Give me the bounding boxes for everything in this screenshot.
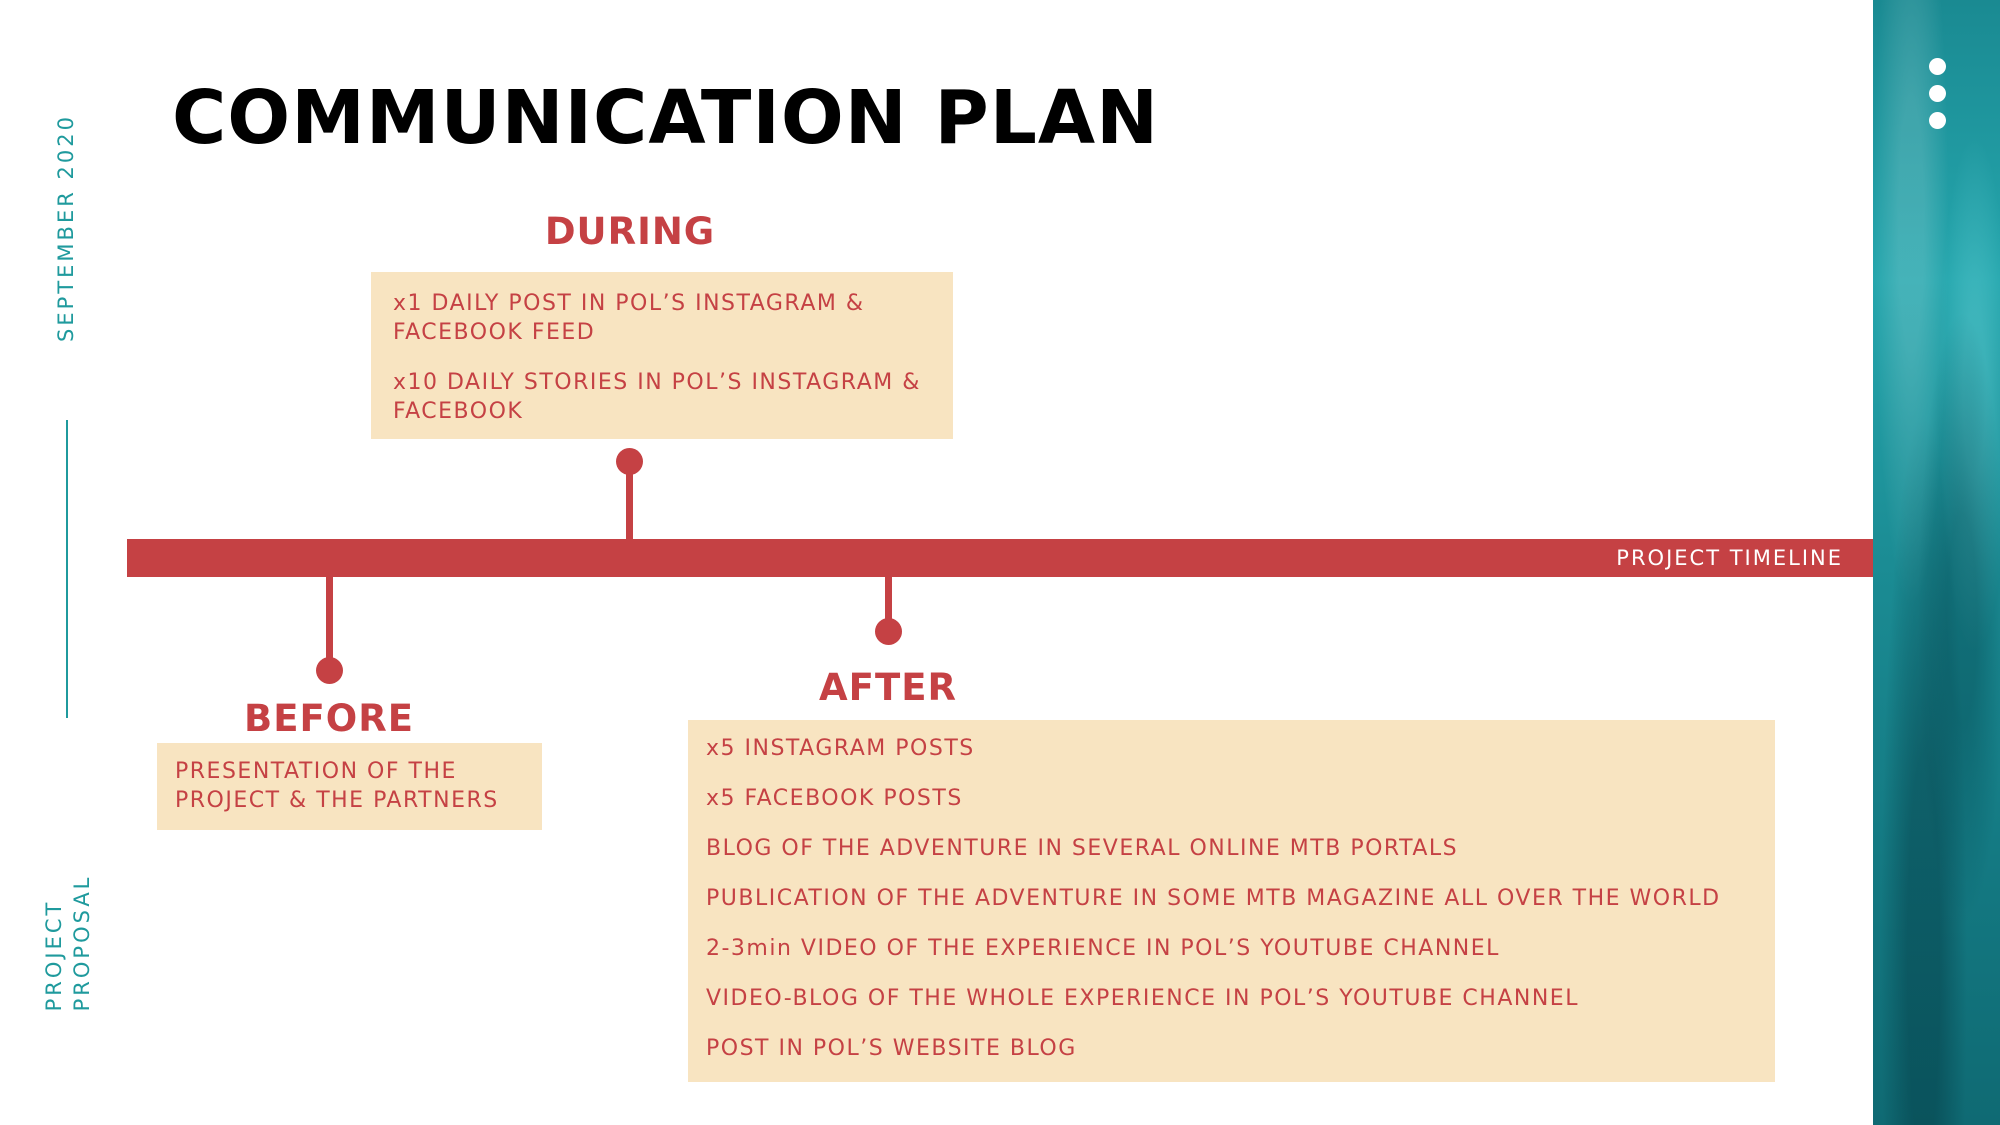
side-divider	[66, 420, 68, 718]
during-heading: DURING	[544, 210, 716, 253]
after-item: BLOG OF THE ADVENTURE IN SEVERAL ONLINE …	[706, 836, 1459, 861]
after-heading: AFTER	[819, 666, 957, 709]
side-project-label: PROJECT PROPOSAL	[40, 875, 96, 1012]
before-box: PRESENTATION OF THE PROJECT & THE PARTNE…	[157, 743, 542, 830]
side-project-line2: PROPOSAL	[70, 874, 94, 1012]
during-item: x1 DAILY POST IN POL’S INSTAGRAM & FACEB…	[393, 291, 865, 345]
timeline-label: PROJECT TIMELINE	[1616, 546, 1843, 570]
during-box: x1 DAILY POST IN POL’S INSTAGRAM & FACEB…	[371, 272, 953, 439]
after-box: x5 INSTAGRAM POSTS x5 FACEBOOK POSTS BLO…	[688, 720, 1775, 1082]
after-marker	[875, 618, 902, 645]
before-heading: BEFORE	[244, 697, 414, 740]
after-item: x5 INSTAGRAM POSTS	[706, 736, 975, 761]
before-stem	[326, 576, 333, 661]
page-title: COMMUNICATION PLAN	[172, 75, 1160, 161]
before-marker	[316, 657, 343, 684]
after-item: 2-3min VIDEO OF THE EXPERIENCE IN POL’S …	[706, 936, 1500, 961]
water-photo-panel	[1873, 0, 2000, 1125]
after-item: x5 FACEBOOK POSTS	[706, 786, 963, 811]
after-item: PUBLICATION OF THE ADVENTURE IN SOME MTB…	[706, 886, 1721, 911]
dot-3	[1929, 112, 1946, 129]
after-stem	[885, 576, 892, 620]
side-date-label: SEPTEMBER 2020	[54, 114, 78, 342]
more-vertical-icon[interactable]	[1929, 58, 1947, 139]
after-item: VIDEO-BLOG OF THE WHOLE EXPERIENCE IN PO…	[706, 986, 1579, 1011]
side-project-line1: PROJECT	[42, 899, 66, 1012]
during-stem	[626, 465, 633, 540]
timeline-bar: PROJECT TIMELINE	[127, 539, 1873, 577]
after-item: POST IN POL’S WEBSITE BLOG	[706, 1036, 1077, 1061]
dot-2	[1929, 85, 1946, 102]
during-item: x10 DAILY STORIES IN POL’S INSTAGRAM & F…	[393, 370, 921, 424]
before-item: PRESENTATION OF THE PROJECT & THE PARTNE…	[175, 759, 499, 813]
dot-1	[1929, 58, 1946, 75]
